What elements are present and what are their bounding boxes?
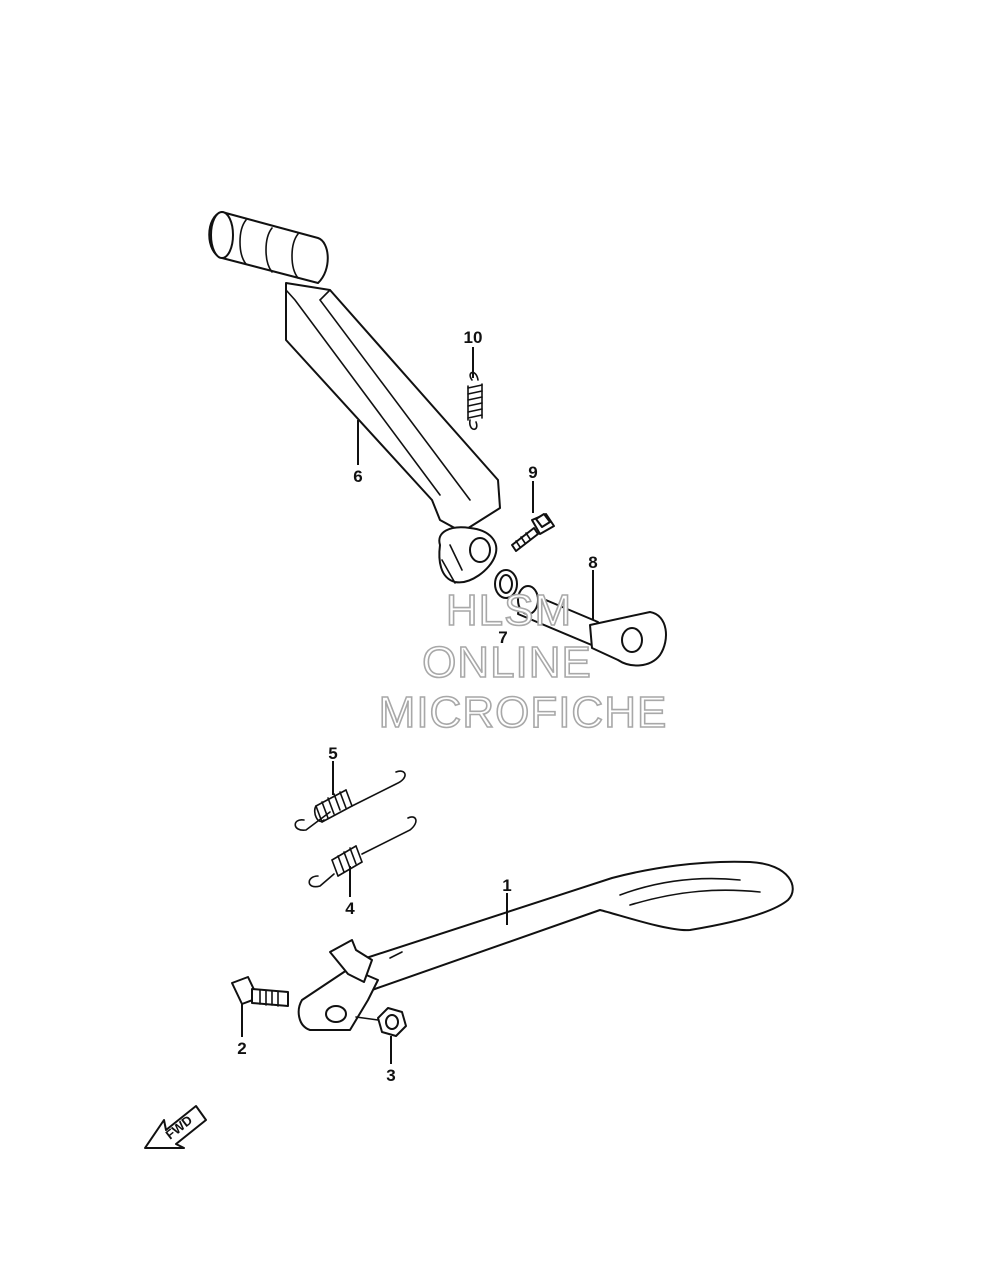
callout-2: 2 [237, 1039, 246, 1058]
spring-upper [294, 770, 406, 831]
shift-shaft-arm [517, 585, 667, 667]
watermark: HLSM ONLINE MICROFICHE [378, 585, 668, 738]
watermark-line-3: MICROFICHE [379, 688, 668, 737]
gear-shift-lever [285, 282, 501, 584]
stand-pivot-bolt [231, 976, 289, 1007]
callout-10: 10 [464, 328, 483, 347]
callout-3: 3 [386, 1066, 395, 1085]
leader-lines [241, 347, 594, 1064]
watermark-line-1: HLSM [446, 586, 572, 635]
washer [494, 569, 518, 599]
side-stand [297, 860, 794, 1031]
shift-lever-rubber-grip [208, 211, 329, 284]
stand-nut [355, 1007, 407, 1037]
forward-direction-arrow: FWD [144, 1105, 207, 1149]
callout-6: 6 [353, 467, 362, 486]
callout-7: 7 [498, 628, 507, 647]
callout-1: 1 [502, 876, 511, 895]
callout-4: 4 [345, 899, 355, 918]
return-spring-small [467, 371, 483, 431]
spring-lower [308, 816, 417, 888]
shift-lever-bolt [511, 513, 555, 552]
callout-5: 5 [328, 744, 337, 763]
callout-9: 9 [528, 463, 537, 482]
watermark-line-2: ONLINE [422, 638, 592, 687]
callouts: 10 6 9 8 7 5 4 1 2 3 [237, 328, 597, 1085]
callout-8: 8 [588, 553, 597, 572]
